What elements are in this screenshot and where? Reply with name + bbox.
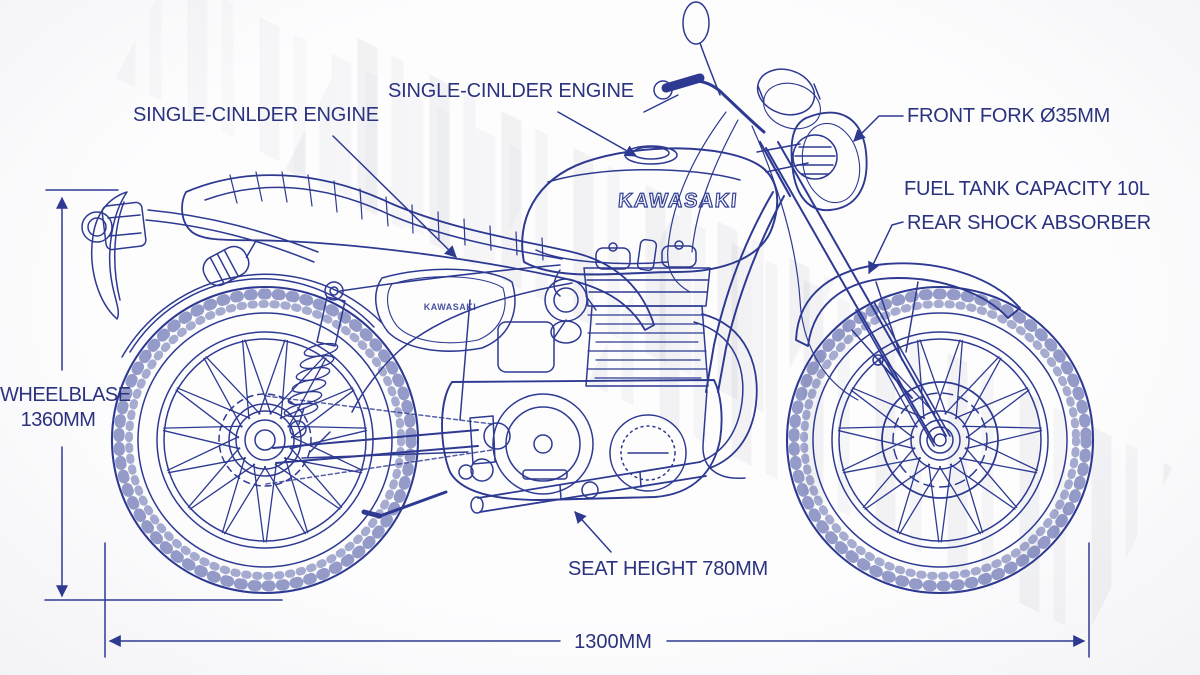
front-wheel — [787, 287, 1093, 593]
speedometer — [756, 68, 821, 130]
side-cover-logo: KAWASAKI — [423, 302, 477, 312]
rear-shock-absorber — [283, 281, 346, 438]
engine — [441, 238, 723, 501]
dimension-wheelbase: WHEELBLASE 1360MM — [0, 383, 131, 433]
tank-brand-logo: KAWASAKI — [617, 189, 740, 212]
cooling-fins — [586, 314, 708, 379]
front-fork — [756, 140, 951, 447]
callout-fuel-tank: FUEL TANK CAPACITY 10L — [904, 178, 1150, 200]
callout-engine-left: SINGLE-CINLDER ENGINE — [133, 104, 379, 126]
headlight — [790, 111, 868, 211]
front-fender — [795, 262, 1021, 361]
side-cover — [375, 268, 516, 352]
dimension-wheelbase-value: 1360MM — [20, 409, 96, 431]
swingarm — [265, 395, 511, 485]
handlebar — [643, 1, 766, 134]
tail-light — [81, 201, 147, 251]
brake-rod — [301, 451, 469, 459]
dimension-overall-length: 1300MM — [574, 631, 652, 653]
callout-front-fork: FRONT FORK Ø35MM — [907, 105, 1111, 127]
rear-wheel — [112, 287, 469, 593]
frame — [339, 191, 785, 480]
exhaust — [470, 313, 758, 514]
callout-rear-shock: REAR SHOCK ABSORBER — [907, 212, 1152, 234]
dimension-lines — [44, 189, 1090, 658]
callout-engine-top: SINGLE-CINLDER ENGINE — [388, 80, 634, 102]
dimension-wheelbase-label: WHEELBLASE — [0, 384, 131, 406]
cables — [667, 111, 859, 401]
callout-seat-height: SEAT HEIGHT 780MM — [568, 558, 768, 580]
seat — [181, 171, 655, 331]
kickstand — [361, 490, 448, 519]
carburetor — [497, 269, 597, 373]
leader-arrows — [332, 111, 904, 553]
rear-turn-signal — [202, 240, 257, 287]
mirror — [682, 1, 710, 45]
